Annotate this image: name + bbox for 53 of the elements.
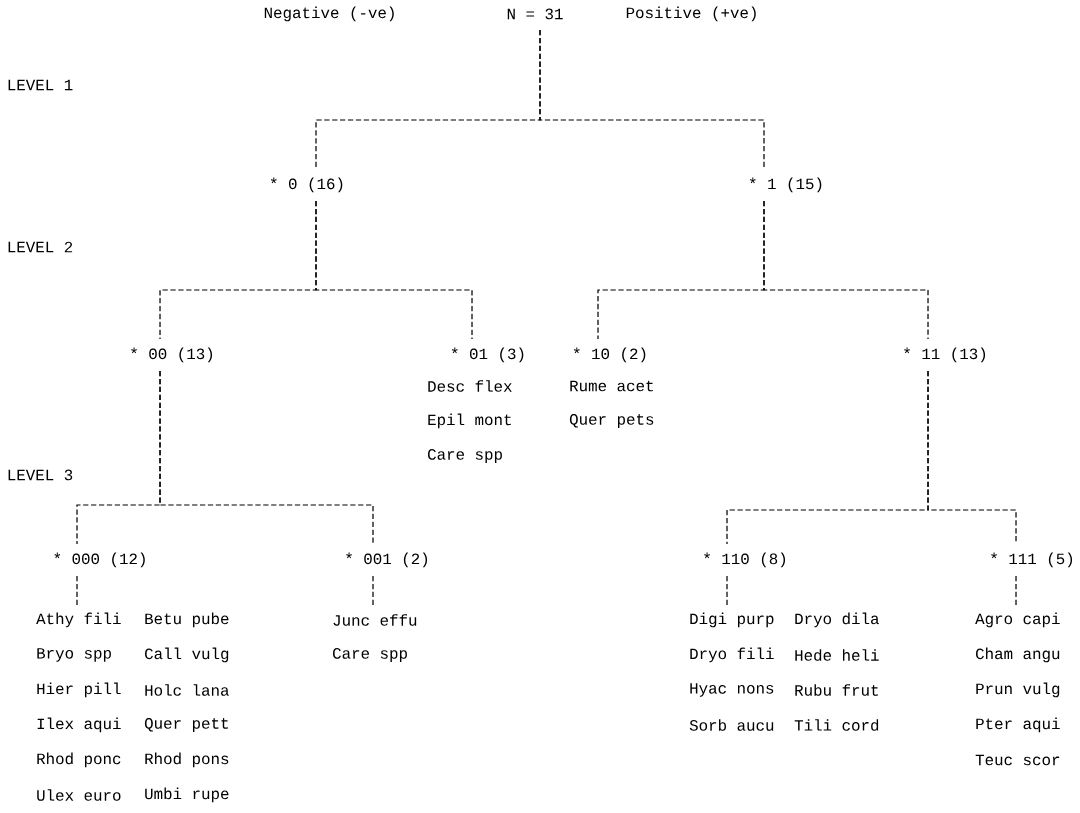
species-name: Cham angu: [976, 647, 1060, 663]
species-name: Hede heli: [795, 649, 879, 661]
branch-line: [539, 29, 765, 170]
species-name: Care spp: [428, 449, 502, 463]
level-label: LEVEL 3: [8, 469, 73, 481]
species-name: Agro capi: [975, 612, 1060, 628]
group-label: * 01 (3): [452, 347, 524, 363]
species-name: Rubu frut: [795, 684, 878, 696]
group-label: * 001 (2): [346, 552, 428, 568]
species-name: Quer pets: [569, 414, 654, 428]
branch-line: [927, 370, 1017, 545]
species-name: Prun vulg: [976, 682, 1060, 698]
species-name: Ilex aqui: [37, 717, 121, 733]
species-name: Tili cord: [794, 719, 879, 731]
species-name: Ulex euro: [37, 789, 121, 801]
group-label: * 00 (13): [131, 347, 213, 363]
group-label: * 110 (8): [704, 552, 786, 568]
level-label: LEVEL 1: [8, 79, 73, 91]
species-name: Care spp: [333, 648, 407, 662]
species-name: Sorb aucu: [689, 719, 774, 731]
group-label: * 000 (12): [54, 552, 145, 568]
species-name: Junc effu: [333, 614, 417, 626]
species-name: Pter aqui: [976, 717, 1060, 733]
species-name: Desc flex: [428, 380, 512, 392]
species-name: Rume acet: [570, 380, 653, 392]
branch-line: [315, 200, 473, 340]
group-label: N = 31: [507, 8, 563, 20]
species-name: Dryo dila: [795, 612, 879, 628]
level-label: LEVEL 2: [8, 241, 73, 253]
species-name: Betu pube: [145, 612, 229, 628]
species-name: Digi purp: [690, 612, 774, 628]
species-name: Quer pett: [144, 718, 228, 732]
group-label: * 111 (5): [991, 552, 1073, 568]
species-name: Athy fili: [36, 612, 121, 628]
species-name: Umbi rupe: [145, 787, 229, 803]
species-name: Bryo spp: [37, 648, 111, 662]
group-label: * 11 (13): [904, 347, 986, 363]
branch-line: [159, 370, 374, 545]
species-name: Call vulg: [145, 647, 229, 663]
species-name: Rhod ponc: [37, 752, 121, 768]
side-label: Positive (+ve): [626, 6, 756, 22]
species-name: Dryo fili: [690, 647, 774, 663]
species-name: Hier pill: [37, 682, 121, 698]
species-name: Epil mont: [428, 413, 511, 429]
species-name: Rhod pons: [145, 752, 229, 768]
species-name: Teuc scor: [975, 754, 1060, 766]
group-label: * 1 (15): [750, 177, 822, 193]
branch-line: [763, 200, 929, 340]
group-label: * 10 (2): [574, 347, 646, 363]
side-label: Negative (-ve): [264, 6, 394, 22]
group-label: * 0 (16): [270, 177, 343, 193]
species-name: Holc lana: [145, 684, 229, 696]
species-name: Hyac nons: [690, 683, 774, 697]
